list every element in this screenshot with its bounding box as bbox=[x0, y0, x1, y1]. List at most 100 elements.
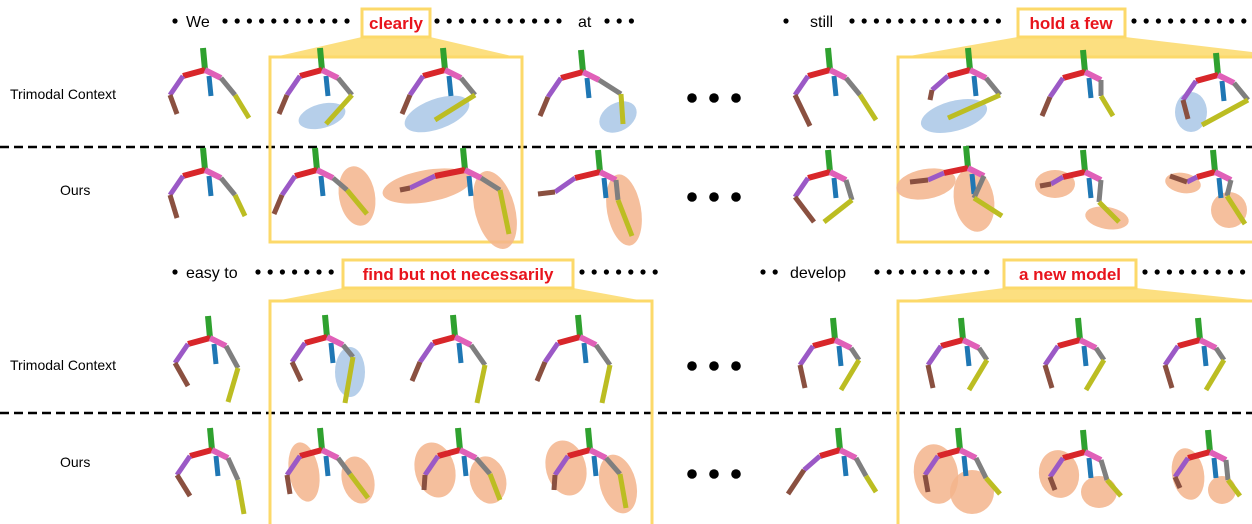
dot bbox=[886, 269, 892, 275]
right-upper-arm-limb bbox=[976, 346, 990, 362]
left-shoulder-limb bbox=[574, 169, 601, 181]
dot bbox=[947, 18, 953, 24]
right-forearm-limb bbox=[345, 188, 369, 216]
dot bbox=[1142, 269, 1148, 275]
left-forearm-limb bbox=[1047, 476, 1058, 491]
left-forearm-limb bbox=[1042, 364, 1055, 389]
right-shoulder-limb bbox=[208, 335, 228, 349]
right-shoulder-limb bbox=[838, 447, 858, 461]
left-forearm-limb bbox=[271, 194, 285, 215]
left-upper-arm-limb bbox=[289, 341, 308, 364]
left-shoulder-limb bbox=[943, 165, 969, 176]
right-forearm-limb bbox=[599, 364, 613, 404]
head-limb bbox=[965, 47, 973, 71]
right-shoulder-limb bbox=[968, 67, 988, 81]
dot bbox=[959, 18, 965, 24]
left-forearm-limb bbox=[399, 94, 413, 115]
right-forearm-limb bbox=[1083, 358, 1107, 392]
right-forearm-limb bbox=[235, 479, 247, 515]
dot-separator bbox=[172, 18, 178, 24]
left-forearm-limb bbox=[1180, 99, 1191, 120]
dot bbox=[271, 18, 277, 24]
pose-skeleton bbox=[534, 314, 613, 404]
pose-skeleton bbox=[399, 47, 477, 133]
left-shoulder-limb bbox=[1062, 169, 1086, 180]
pose-skeleton bbox=[1042, 317, 1107, 392]
right-forearm-limb bbox=[1200, 97, 1250, 128]
emphasis-ellipse-ours bbox=[1081, 476, 1117, 508]
highlight-phrase: find but not necessarily bbox=[363, 265, 554, 284]
ellipsis-dot bbox=[709, 93, 719, 103]
dot bbox=[640, 269, 646, 275]
left-shoulder-limb bbox=[812, 337, 836, 349]
right-forearm-limb bbox=[433, 92, 477, 123]
dot bbox=[544, 18, 550, 24]
left-shoulder-limb bbox=[937, 447, 961, 459]
torso-limb bbox=[461, 455, 469, 477]
torso-limb bbox=[841, 455, 849, 477]
right-forearm-limb bbox=[1105, 478, 1123, 498]
right-forearm-limb bbox=[838, 358, 862, 392]
right-forearm-limb bbox=[618, 93, 626, 125]
emphasis-ellipse-ours bbox=[382, 168, 472, 204]
dot bbox=[1143, 18, 1149, 24]
pose-skeleton bbox=[414, 427, 507, 504]
right-upper-arm-limb bbox=[613, 179, 621, 201]
pose-skeleton bbox=[276, 47, 354, 130]
dot bbox=[911, 269, 917, 275]
right-forearm-limb bbox=[474, 364, 488, 404]
head-limb bbox=[200, 147, 208, 171]
right-shoulder-limb bbox=[1216, 72, 1236, 86]
emphasis-ellipse-ours bbox=[598, 454, 638, 514]
dot bbox=[760, 269, 766, 275]
left-shoulder-limb bbox=[304, 334, 328, 346]
right-forearm-limb bbox=[1098, 94, 1116, 118]
right-upper-arm-limb bbox=[1213, 346, 1227, 362]
head-limb bbox=[575, 314, 583, 338]
left-forearm-limb bbox=[793, 195, 816, 224]
left-upper-arm-limb bbox=[1162, 344, 1181, 367]
sentence-1: We clearly at bbox=[172, 7, 635, 244]
left-forearm-limb bbox=[551, 474, 558, 491]
highlight-region bbox=[896, 55, 1252, 244]
left-upper-arm-limb bbox=[1172, 456, 1191, 479]
emphasis-ellipse-ours bbox=[545, 440, 587, 496]
head-limb bbox=[835, 427, 843, 451]
torso-limb bbox=[591, 455, 599, 477]
left-shoulder-limb bbox=[422, 67, 446, 79]
left-upper-arm-limb bbox=[1042, 344, 1061, 367]
ellipsis-dot bbox=[731, 93, 741, 103]
left-upper-arm-limb bbox=[167, 74, 186, 97]
sentence-word: at bbox=[578, 14, 592, 31]
emphasis-ellipse-ours bbox=[1085, 206, 1129, 230]
pose-skeleton bbox=[1165, 149, 1248, 228]
left-shoulder-limb bbox=[299, 67, 323, 79]
highlight-region bbox=[268, 55, 524, 244]
head-limb bbox=[825, 47, 833, 71]
pose-skeleton bbox=[1162, 317, 1227, 392]
right-upper-arm-limb bbox=[973, 456, 989, 480]
dot bbox=[1240, 269, 1246, 275]
dot bbox=[279, 269, 285, 275]
pose-skeleton bbox=[172, 315, 241, 403]
left-upper-arm-limb bbox=[172, 342, 191, 365]
dot bbox=[616, 269, 622, 275]
ellipsis-marker bbox=[687, 192, 741, 202]
right-shoulder-limb bbox=[598, 169, 618, 183]
torso-limb bbox=[1211, 457, 1219, 479]
right-shoulder-limb bbox=[1213, 169, 1233, 183]
head-limb bbox=[460, 147, 468, 171]
pose-skeleton bbox=[174, 427, 247, 515]
ellipsis-marker bbox=[687, 93, 741, 103]
left-upper-arm-limb bbox=[279, 174, 298, 197]
dot bbox=[886, 18, 892, 24]
dot-separator bbox=[604, 18, 635, 24]
left-forearm-limb bbox=[1039, 96, 1053, 117]
dot bbox=[972, 269, 978, 275]
dot bbox=[1216, 18, 1222, 24]
right-forearm-limb bbox=[822, 198, 854, 224]
dot bbox=[898, 18, 904, 24]
left-shoulder-limb bbox=[434, 167, 466, 179]
dot bbox=[172, 269, 178, 275]
head-limb bbox=[1213, 52, 1221, 76]
